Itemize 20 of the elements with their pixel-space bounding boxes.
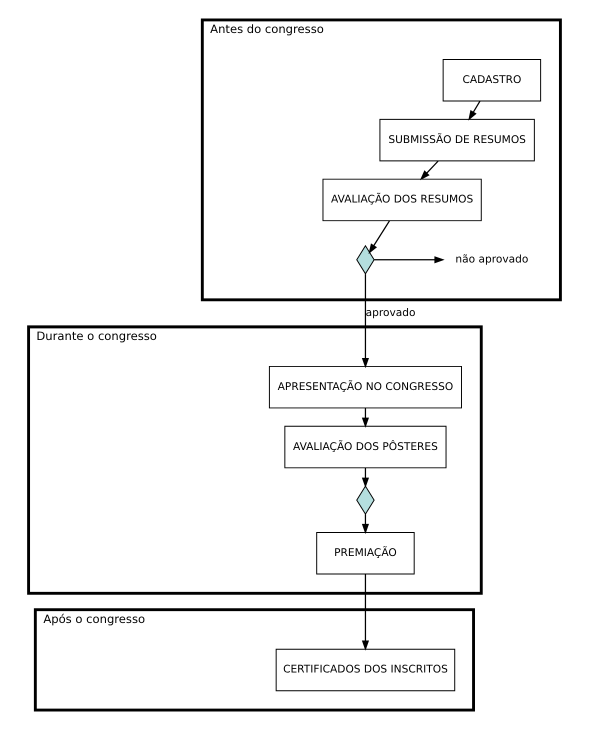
arrow [362, 468, 370, 488]
edge-label: aprovado [366, 306, 416, 320]
node-box: SUBMISSÃO DE RESUMOS [379, 118, 535, 162]
node-box: PREMIAÇÃO [316, 532, 415, 574]
node-text: não aprovado [455, 252, 528, 266]
arrow [374, 256, 445, 264]
arrow [368, 220, 390, 254]
arrow [362, 408, 370, 428]
node-box: CERTIFICADOS DOS INSCRITOS [276, 648, 456, 692]
node-box: APRESENTAÇÃO NO CONGRESSO [268, 366, 462, 408]
node-diamond [356, 485, 375, 516]
node-box: CADASTRO [442, 59, 542, 102]
arrow [362, 574, 370, 651]
node-diamond [356, 244, 375, 275]
node-box: AVALIAÇÃO DOS PÔSTERES [284, 426, 447, 468]
arrow [468, 100, 480, 121]
arrow [362, 514, 370, 534]
arrow [362, 274, 370, 368]
arrow [420, 160, 439, 180]
node-box: AVALIAÇÃO DOS RESUMOS [322, 178, 482, 222]
